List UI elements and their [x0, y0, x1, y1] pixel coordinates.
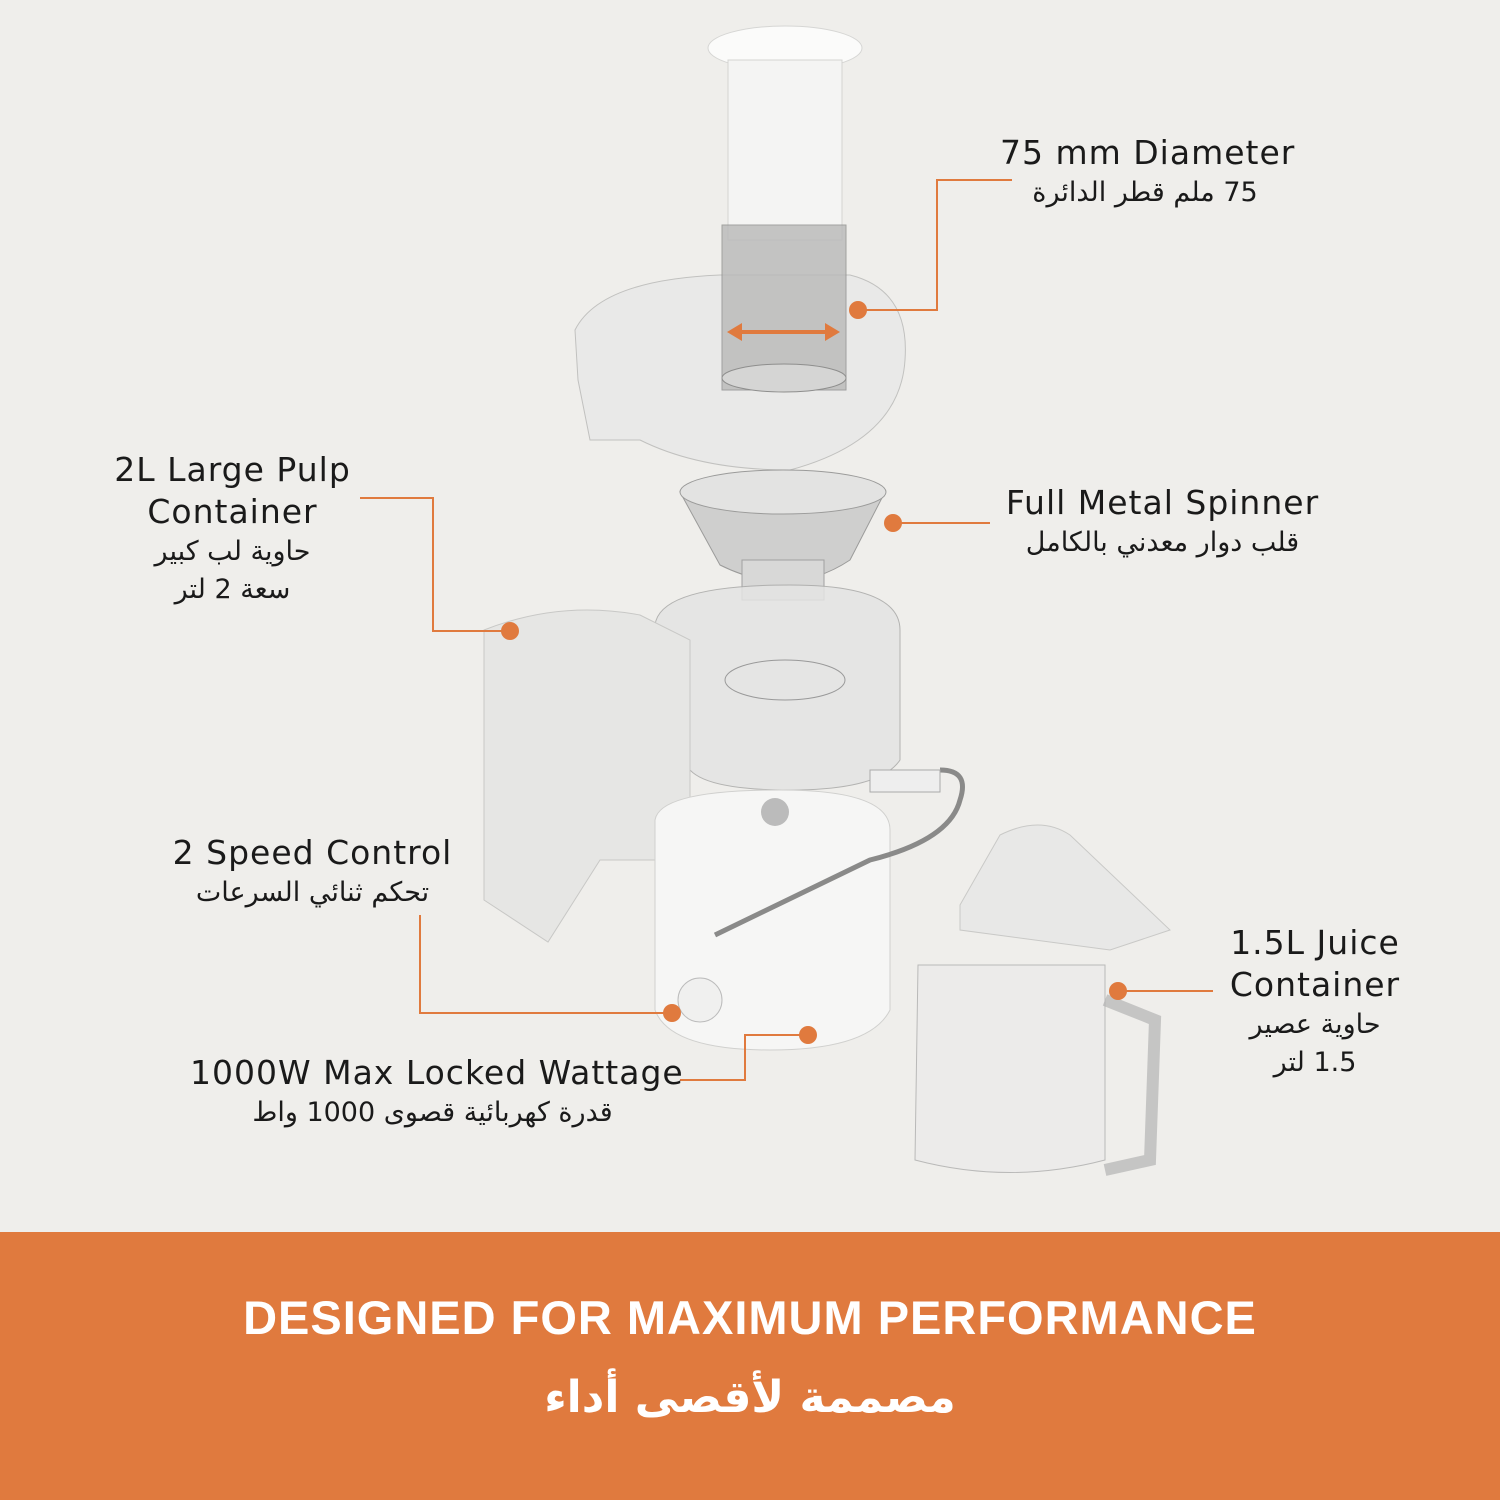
juice-collector-bowl [654, 584, 901, 791]
callout-ar: حاوية عصير [1249, 1009, 1381, 1040]
juicer-exploded-illustration [360, 25, 1213, 1176]
callout-en: Container [147, 492, 318, 531]
callout-ar: تحكم ثنائي السرعات [195, 877, 430, 908]
pulp-container [483, 609, 691, 943]
diameter-dot-icon [849, 301, 867, 319]
metal-spinner [679, 469, 887, 601]
diameter-arrow-icon [727, 323, 840, 341]
callout-pulp-container: 2L Large Pulp Container حاوية لب كبير سع… [100, 449, 365, 609]
pulp-leader-line [360, 497, 510, 632]
diameter-leader-line [858, 179, 1012, 311]
callout-wattage: 1000W Max Locked Wattage قدرة كهربائية ق… [190, 1052, 684, 1132]
callout-en: 75 mm Diameter [1000, 133, 1296, 172]
callout-en: 2 Speed Control [172, 833, 453, 872]
wattage-dot-icon [799, 1026, 817, 1044]
wattage-leader-line [680, 1034, 808, 1081]
bottom-banner: DESIGNED FOR MAXIMUM PERFORMANCE مصممة ل… [0, 1232, 1500, 1500]
spinner-dot-icon [884, 514, 902, 532]
speed-leader-line [419, 915, 672, 1014]
pulp-dot-icon [501, 622, 519, 640]
callout-diameter: 75 mm Diameter 75 ملم قطر الدائرة [1000, 132, 1296, 212]
callout-ar: سعة 2 لتر [174, 574, 291, 605]
callout-en: Container [1229, 965, 1401, 1004]
callout-ar: حاوية لب كبير [154, 536, 311, 567]
callout-ar: قلب دوار معدني بالكامل [1025, 527, 1300, 558]
speed-dot-icon [663, 1004, 681, 1022]
motor-base [654, 789, 891, 1051]
juice-jug [914, 824, 1171, 1176]
locking-arm [713, 767, 965, 938]
callout-en: 1000W Max Locked Wattage [190, 1053, 684, 1092]
jug-dot-icon [1109, 982, 1127, 1000]
food-pusher [707, 25, 863, 241]
callout-ar: 75 ملم قطر الدائرة [1032, 177, 1258, 208]
speed-dial-icon [677, 977, 723, 1023]
banner-title-ar: مصممة لأقصى أداء [544, 1372, 956, 1423]
callout-ar: 1.5 لتر [1273, 1047, 1357, 1078]
callout-speed-control: 2 Speed Control تحكم ثنائي السرعات [160, 832, 465, 912]
callout-ar: قدرة كهربائية قصوى 1000 واط [252, 1097, 613, 1128]
callout-spinner: Full Metal Spinner قلب دوار معدني بالكام… [990, 482, 1335, 562]
callout-en: Full Metal Spinner [1005, 483, 1320, 522]
banner-title-en: DESIGNED FOR MAXIMUM PERFORMANCE [243, 1291, 1257, 1344]
callout-juice-container: 1.5L Juice Container حاوية عصير 1.5 لتر [1220, 922, 1410, 1082]
lid-with-feed-chute [574, 224, 906, 471]
callout-en: 2L Large Pulp [114, 450, 351, 489]
callout-en: 1.5L Juice [1230, 923, 1400, 962]
